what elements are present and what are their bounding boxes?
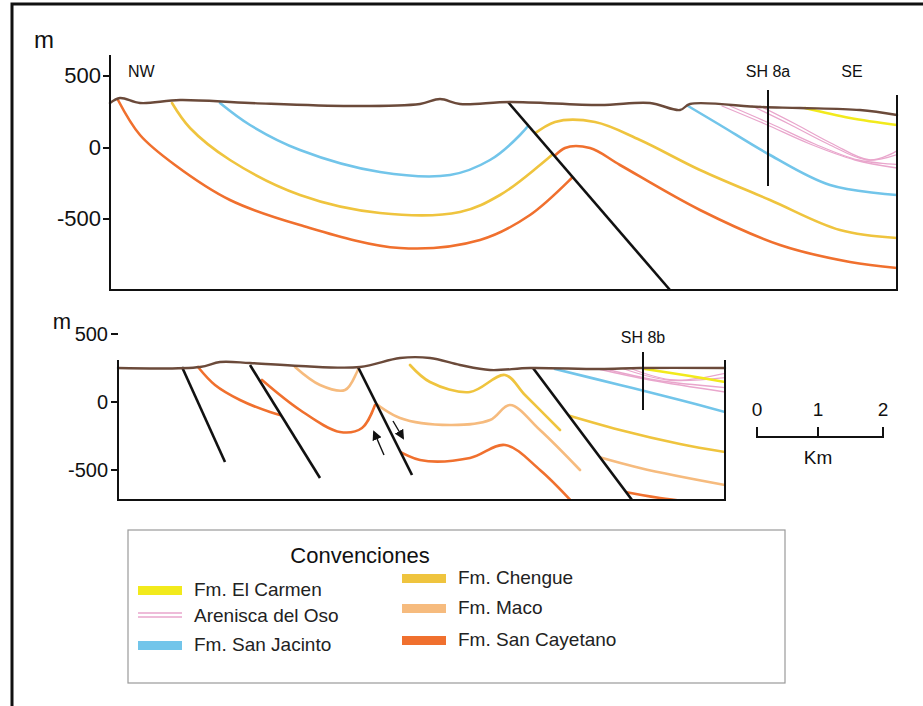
panel-axes [118, 360, 725, 500]
axis-unit: m [53, 310, 71, 334]
legend-entry: Fm. San Jacinto [138, 634, 331, 656]
axis-value: 500 [75, 323, 108, 345]
axis-tick [103, 75, 110, 77]
san-cayetano-horizon [530, 146, 897, 268]
legend-entry: Fm. Chengue [402, 567, 573, 589]
legend-frame [128, 530, 785, 683]
fault-line [533, 368, 632, 500]
direction-label: NW [128, 63, 155, 81]
legend-entry: Fm. Maco [402, 597, 542, 619]
legend-text: Fm. El Carmen [194, 579, 322, 601]
san-cayetano-horizon [262, 380, 375, 433]
san-cayetano-horizon [198, 367, 300, 420]
legend-text: Fm. San Jacinto [194, 634, 331, 656]
axis-value: 0 [97, 391, 108, 413]
fault-line [250, 365, 320, 478]
legend-title: Convenciones [290, 544, 429, 568]
axis-tick [111, 469, 118, 471]
figure-frame [12, 4, 923, 706]
well-line [767, 90, 769, 186]
scale-unit: Km [804, 448, 833, 469]
arenisca-del-oso-line [606, 369, 725, 388]
well-line [642, 352, 644, 410]
axis-unit: m [34, 27, 54, 53]
san-cayetano-horizon [380, 440, 575, 505]
scale-value: 2 [878, 400, 889, 421]
direction-label: SE [841, 63, 862, 81]
legend-entry: Fm. San Cayetano [402, 629, 616, 651]
topography [110, 98, 897, 115]
well-label: SH 8b [621, 329, 665, 347]
topography [118, 357, 725, 370]
chengue-horizon [172, 103, 580, 215]
scale-value: 0 [752, 400, 763, 421]
chengue-horizon [550, 410, 725, 452]
axis-value: -500 [57, 207, 101, 231]
legend-text: Fm. San Cayetano [458, 629, 616, 651]
fault-arrow [374, 432, 384, 455]
legend-swatch [402, 574, 446, 583]
scale-bar [757, 427, 883, 437]
legend-swatch [402, 636, 446, 645]
section-a [103, 55, 897, 290]
el-carmen-horizon [645, 369, 725, 382]
maco-horizon [295, 360, 362, 391]
arenisca-del-oso-line [752, 106, 897, 160]
arenisca-del-oso-line [730, 106, 897, 164]
arenisca-del-oso-line [760, 106, 897, 160]
san-jacinto-horizon [555, 369, 725, 412]
maco-horizon [365, 395, 580, 470]
axis-tick [103, 218, 110, 220]
fault-line [182, 367, 225, 462]
legend-text: Fm. Maco [458, 597, 542, 619]
axis-value: -500 [68, 459, 108, 481]
legend-entry: Fm. El Carmen [138, 579, 322, 601]
well-label: SH 8a [746, 63, 790, 81]
legend-text: Arenisca del Oso [194, 605, 339, 627]
axis-tick [103, 147, 110, 149]
axis-tick [111, 333, 118, 335]
san-jacinto-horizon [220, 103, 545, 176]
fault-arrow [393, 421, 403, 438]
scale-value: 1 [813, 400, 824, 421]
legend-line-sample [138, 610, 182, 622]
arenisca-del-oso-line [722, 106, 897, 168]
legend-swatch [138, 586, 182, 595]
axis-value: 500 [64, 64, 101, 88]
fault-line [358, 367, 412, 475]
san-jacinto-horizon [688, 106, 897, 195]
arenisca-del-oso-line [598, 369, 725, 392]
axis-tick [111, 401, 118, 403]
axis-value: 0 [89, 136, 101, 160]
san-cayetano-horizon [118, 100, 620, 248]
legend-swatch [402, 604, 446, 613]
legend-entry: Arenisca del Oso [138, 605, 339, 627]
fault-line [508, 102, 670, 290]
panel-axes [110, 55, 897, 290]
section-b [111, 334, 725, 505]
legend-swatch [138, 641, 182, 650]
chengue-horizon [520, 120, 897, 238]
legend-text: Fm. Chengue [458, 567, 573, 589]
